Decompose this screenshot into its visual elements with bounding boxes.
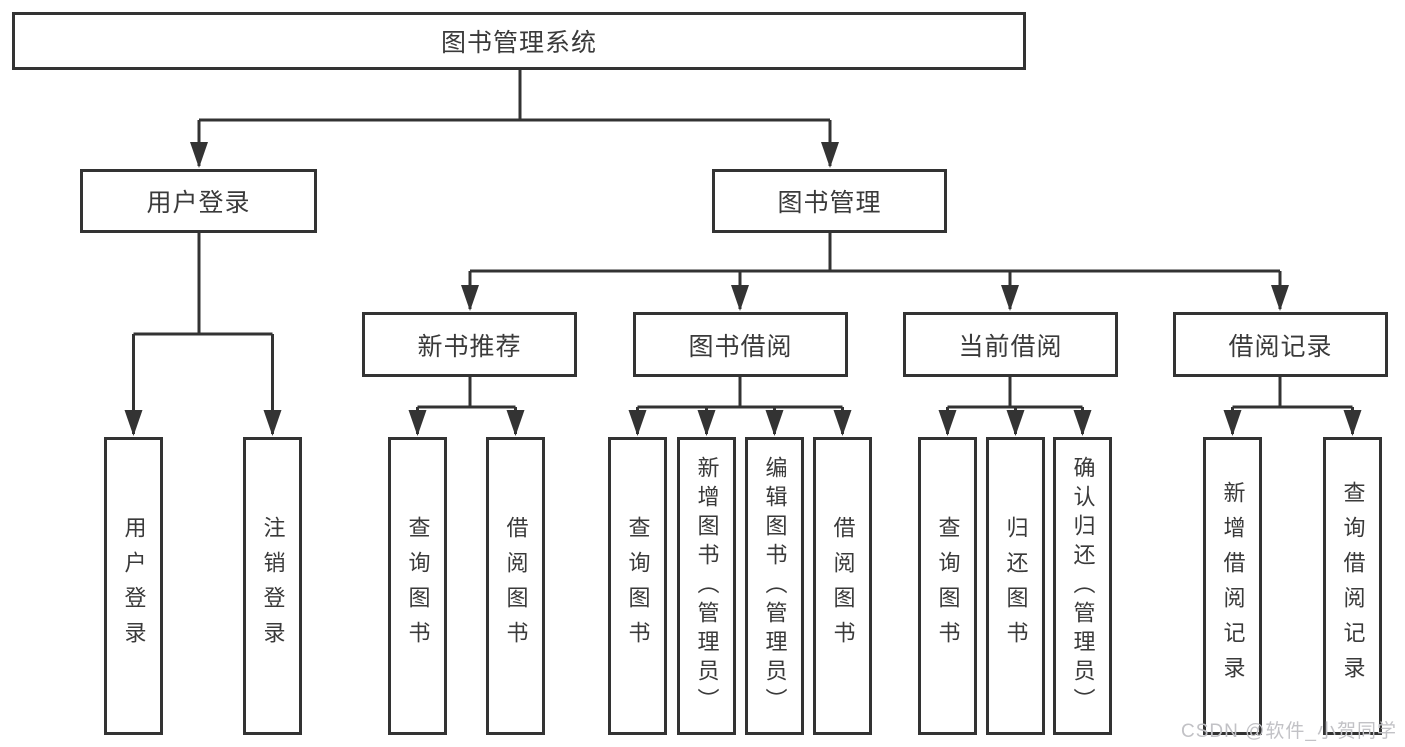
- leaf-label: 编辑图书（管理员）: [762, 455, 788, 717]
- leaf-label: 用户登录: [121, 516, 147, 656]
- node-current-borrow: 当前借阅: [903, 312, 1118, 377]
- leaf-confirm-return-admin: 确认归还（管理员）: [1053, 437, 1112, 735]
- leaf-borrow-books: 借阅图书: [813, 437, 872, 735]
- leaf-borrow-books-recommend: 借阅图书: [486, 437, 545, 735]
- book-borrow-connectors: [628, 377, 852, 436]
- leaf-label: 归还图书: [1003, 516, 1029, 656]
- leaf-label: 新增图书（管理员）: [694, 455, 720, 717]
- leaf-label: 借阅图书: [830, 516, 856, 656]
- node-book-borrow: 图书借阅: [633, 312, 848, 377]
- root-to-level2-connectors: [190, 70, 839, 168]
- node-library-management-system: 图书管理系统: [12, 12, 1026, 70]
- node-new-book-recommend: 新书推荐: [362, 312, 577, 377]
- book-management-subtree-connectors: [461, 233, 1289, 311]
- new-book-recommend-connectors: [408, 377, 525, 436]
- leaf-label: 新增借阅记录: [1220, 481, 1246, 691]
- leaf-label: 借阅图书: [503, 516, 529, 656]
- leaf-query-books-borrow: 查询图书: [608, 437, 667, 735]
- leaf-label: 注销登录: [260, 516, 286, 656]
- leaf-query-books-current: 查询图书: [918, 437, 977, 735]
- node-user-login: 用户登录: [80, 169, 317, 233]
- node-book-management: 图书管理: [712, 169, 947, 233]
- leaf-label: 查询图书: [935, 516, 961, 656]
- leaf-label: 查询图书: [405, 516, 431, 656]
- leaf-add-book-admin: 新增图书（管理员）: [677, 437, 736, 735]
- leaf-label: 查询借阅记录: [1340, 481, 1366, 691]
- csdn-watermark: CSDN @软件_小贺同学: [1181, 721, 1397, 742]
- borrow-records-connectors: [1223, 377, 1362, 436]
- leaf-add-borrow-record: 新增借阅记录: [1203, 437, 1262, 735]
- node-borrow-records: 借阅记录: [1173, 312, 1388, 377]
- leaf-logout: 注销登录: [243, 437, 302, 735]
- leaf-query-borrow-record: 查询借阅记录: [1323, 437, 1382, 735]
- leaf-label: 确认归还（管理员）: [1070, 455, 1096, 717]
- leaf-return-book: 归还图书: [986, 437, 1045, 735]
- leaf-query-books-recommend: 查询图书: [388, 437, 447, 735]
- leaf-label: 查询图书: [625, 516, 651, 656]
- leaf-edit-book-admin: 编辑图书（管理员）: [745, 437, 804, 735]
- user-login-subtree-connectors: [124, 233, 282, 436]
- current-borrow-connectors: [938, 377, 1092, 436]
- leaf-user-login: 用户登录: [104, 437, 163, 735]
